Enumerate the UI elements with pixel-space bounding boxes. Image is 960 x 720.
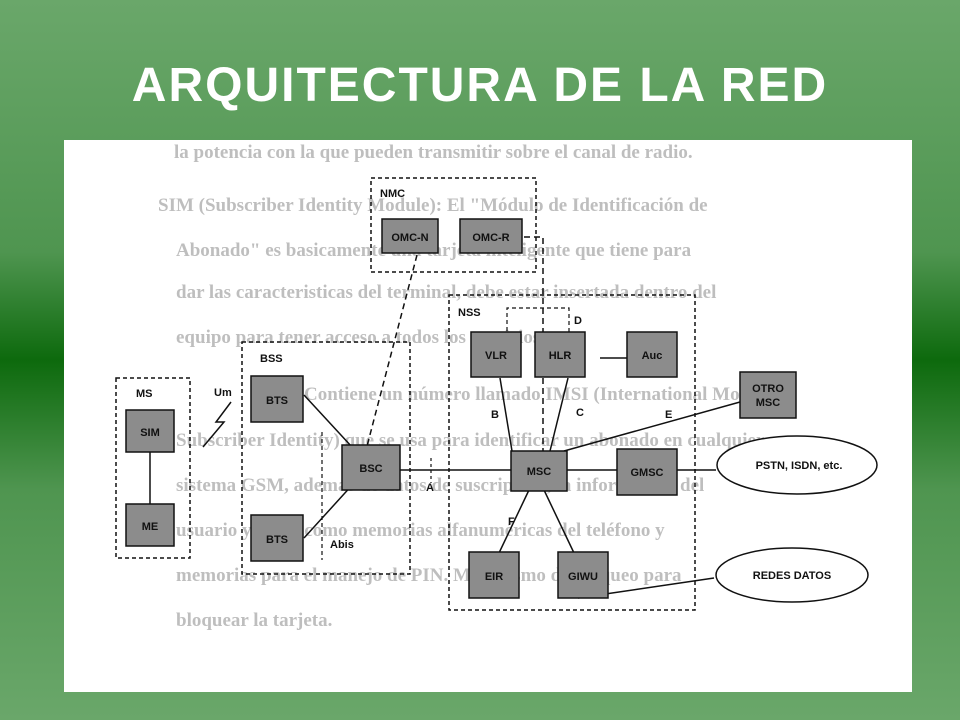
background-text-line: Contiene un número llamado IMSI (Interna… <box>304 384 770 405</box>
omc-r-msc-link <box>524 236 544 452</box>
e-interface-label: E <box>665 409 672 421</box>
background-text-line: memorias para el manejo de PIN. Mecanism… <box>176 565 682 586</box>
hlr-box <box>534 331 586 378</box>
pstn-isdn-ellipse <box>716 435 878 495</box>
ms-group-label: MS <box>136 388 153 400</box>
pstn-isdn-label: PSTN, ISDN, etc. <box>756 460 843 472</box>
um-radio-link <box>202 401 232 448</box>
b-interface-label: B <box>491 409 499 421</box>
hlr-label: HLR <box>549 350 572 362</box>
background-text-line: equipo para tener acceso a todos los ser… <box>176 327 546 348</box>
me-label: ME <box>142 521 159 533</box>
background-text-line: Subscriber Identity) que se usa para ide… <box>176 430 765 451</box>
bts-box <box>250 375 304 423</box>
otro-msc-box <box>739 371 797 419</box>
sim-box <box>125 409 175 453</box>
bss-group-label: BSS <box>260 353 283 365</box>
bts-box <box>250 514 304 562</box>
nmc-group-label: NMC <box>380 188 405 200</box>
giwu-box <box>557 551 609 599</box>
d-interface-label: D <box>574 315 582 327</box>
gsm-architecture-diagram: NMC BSS NSS MS OMC-N OMC-R VLR <box>115 177 878 611</box>
background-text-line: la potencia con la que pueden transmitir… <box>174 142 693 163</box>
auc-label: Auc <box>642 350 663 362</box>
background-text-line: SIM (Subscriber Identity Module): El "Mó… <box>158 195 708 216</box>
redes-datos-label: REDES DATOS <box>753 570 831 582</box>
ms-group-box <box>115 377 191 559</box>
omc-r-box <box>459 218 523 254</box>
background-text-line: dar las caracteristicas del terminal, de… <box>176 282 717 303</box>
vlr-box <box>470 331 522 378</box>
otro-msc-label: OTRO <box>752 383 784 395</box>
bts-label: BTS <box>266 534 288 546</box>
nss-group-label: NSS <box>458 307 481 319</box>
omc-n-bsc-link <box>365 254 418 451</box>
background-text-line: sistema GSM, además de datos de suscripc… <box>176 475 705 496</box>
eir-box <box>468 551 520 599</box>
slide-title: ARQUITECTURA DE LA RED <box>131 59 829 112</box>
nmc-group-box <box>370 177 537 273</box>
msc-hlr-link <box>549 377 569 452</box>
vlr-hlr-d-link <box>506 307 570 338</box>
otro-msc-label: MSC <box>756 397 781 409</box>
sim-label: SIM <box>140 427 160 439</box>
msc-box <box>510 450 568 492</box>
f-interface-label: F <box>508 516 515 528</box>
a-interface-label: A <box>426 482 434 494</box>
omc-r-label: OMC-R <box>472 232 509 244</box>
auc-box <box>626 331 678 378</box>
giwu-label: GIWU <box>568 571 598 583</box>
background-text-line: bloquear la tarjeta. <box>176 610 333 631</box>
me-box <box>125 503 175 547</box>
bss-group-box <box>241 341 411 575</box>
omc-n-box <box>381 218 439 254</box>
msc-label: MSC <box>527 466 552 478</box>
scanned-diagram-image: la potencia con la que pueden transmitir… <box>64 140 912 692</box>
gmsc-label: GMSC <box>631 467 664 479</box>
msc-eir-link <box>498 489 530 554</box>
nss-group-box <box>448 294 696 611</box>
bts-label: BTS <box>266 395 288 407</box>
msc-vlr-link <box>499 377 513 452</box>
um-interface-label: Um <box>214 387 232 399</box>
msc-giwu-link <box>543 489 575 554</box>
abis-interface-label: Abis <box>330 539 354 551</box>
bsc-label: BSC <box>359 463 382 475</box>
bsc-box <box>341 444 401 491</box>
omc-n-label: OMC-N <box>391 232 428 244</box>
msc-otro-msc-link <box>563 401 741 452</box>
c-interface-label: C <box>576 407 584 419</box>
eir-label: EIR <box>485 571 503 583</box>
vlr-label: VLR <box>485 350 507 362</box>
gmsc-box <box>616 448 678 496</box>
redes-datos-ellipse <box>715 547 869 603</box>
